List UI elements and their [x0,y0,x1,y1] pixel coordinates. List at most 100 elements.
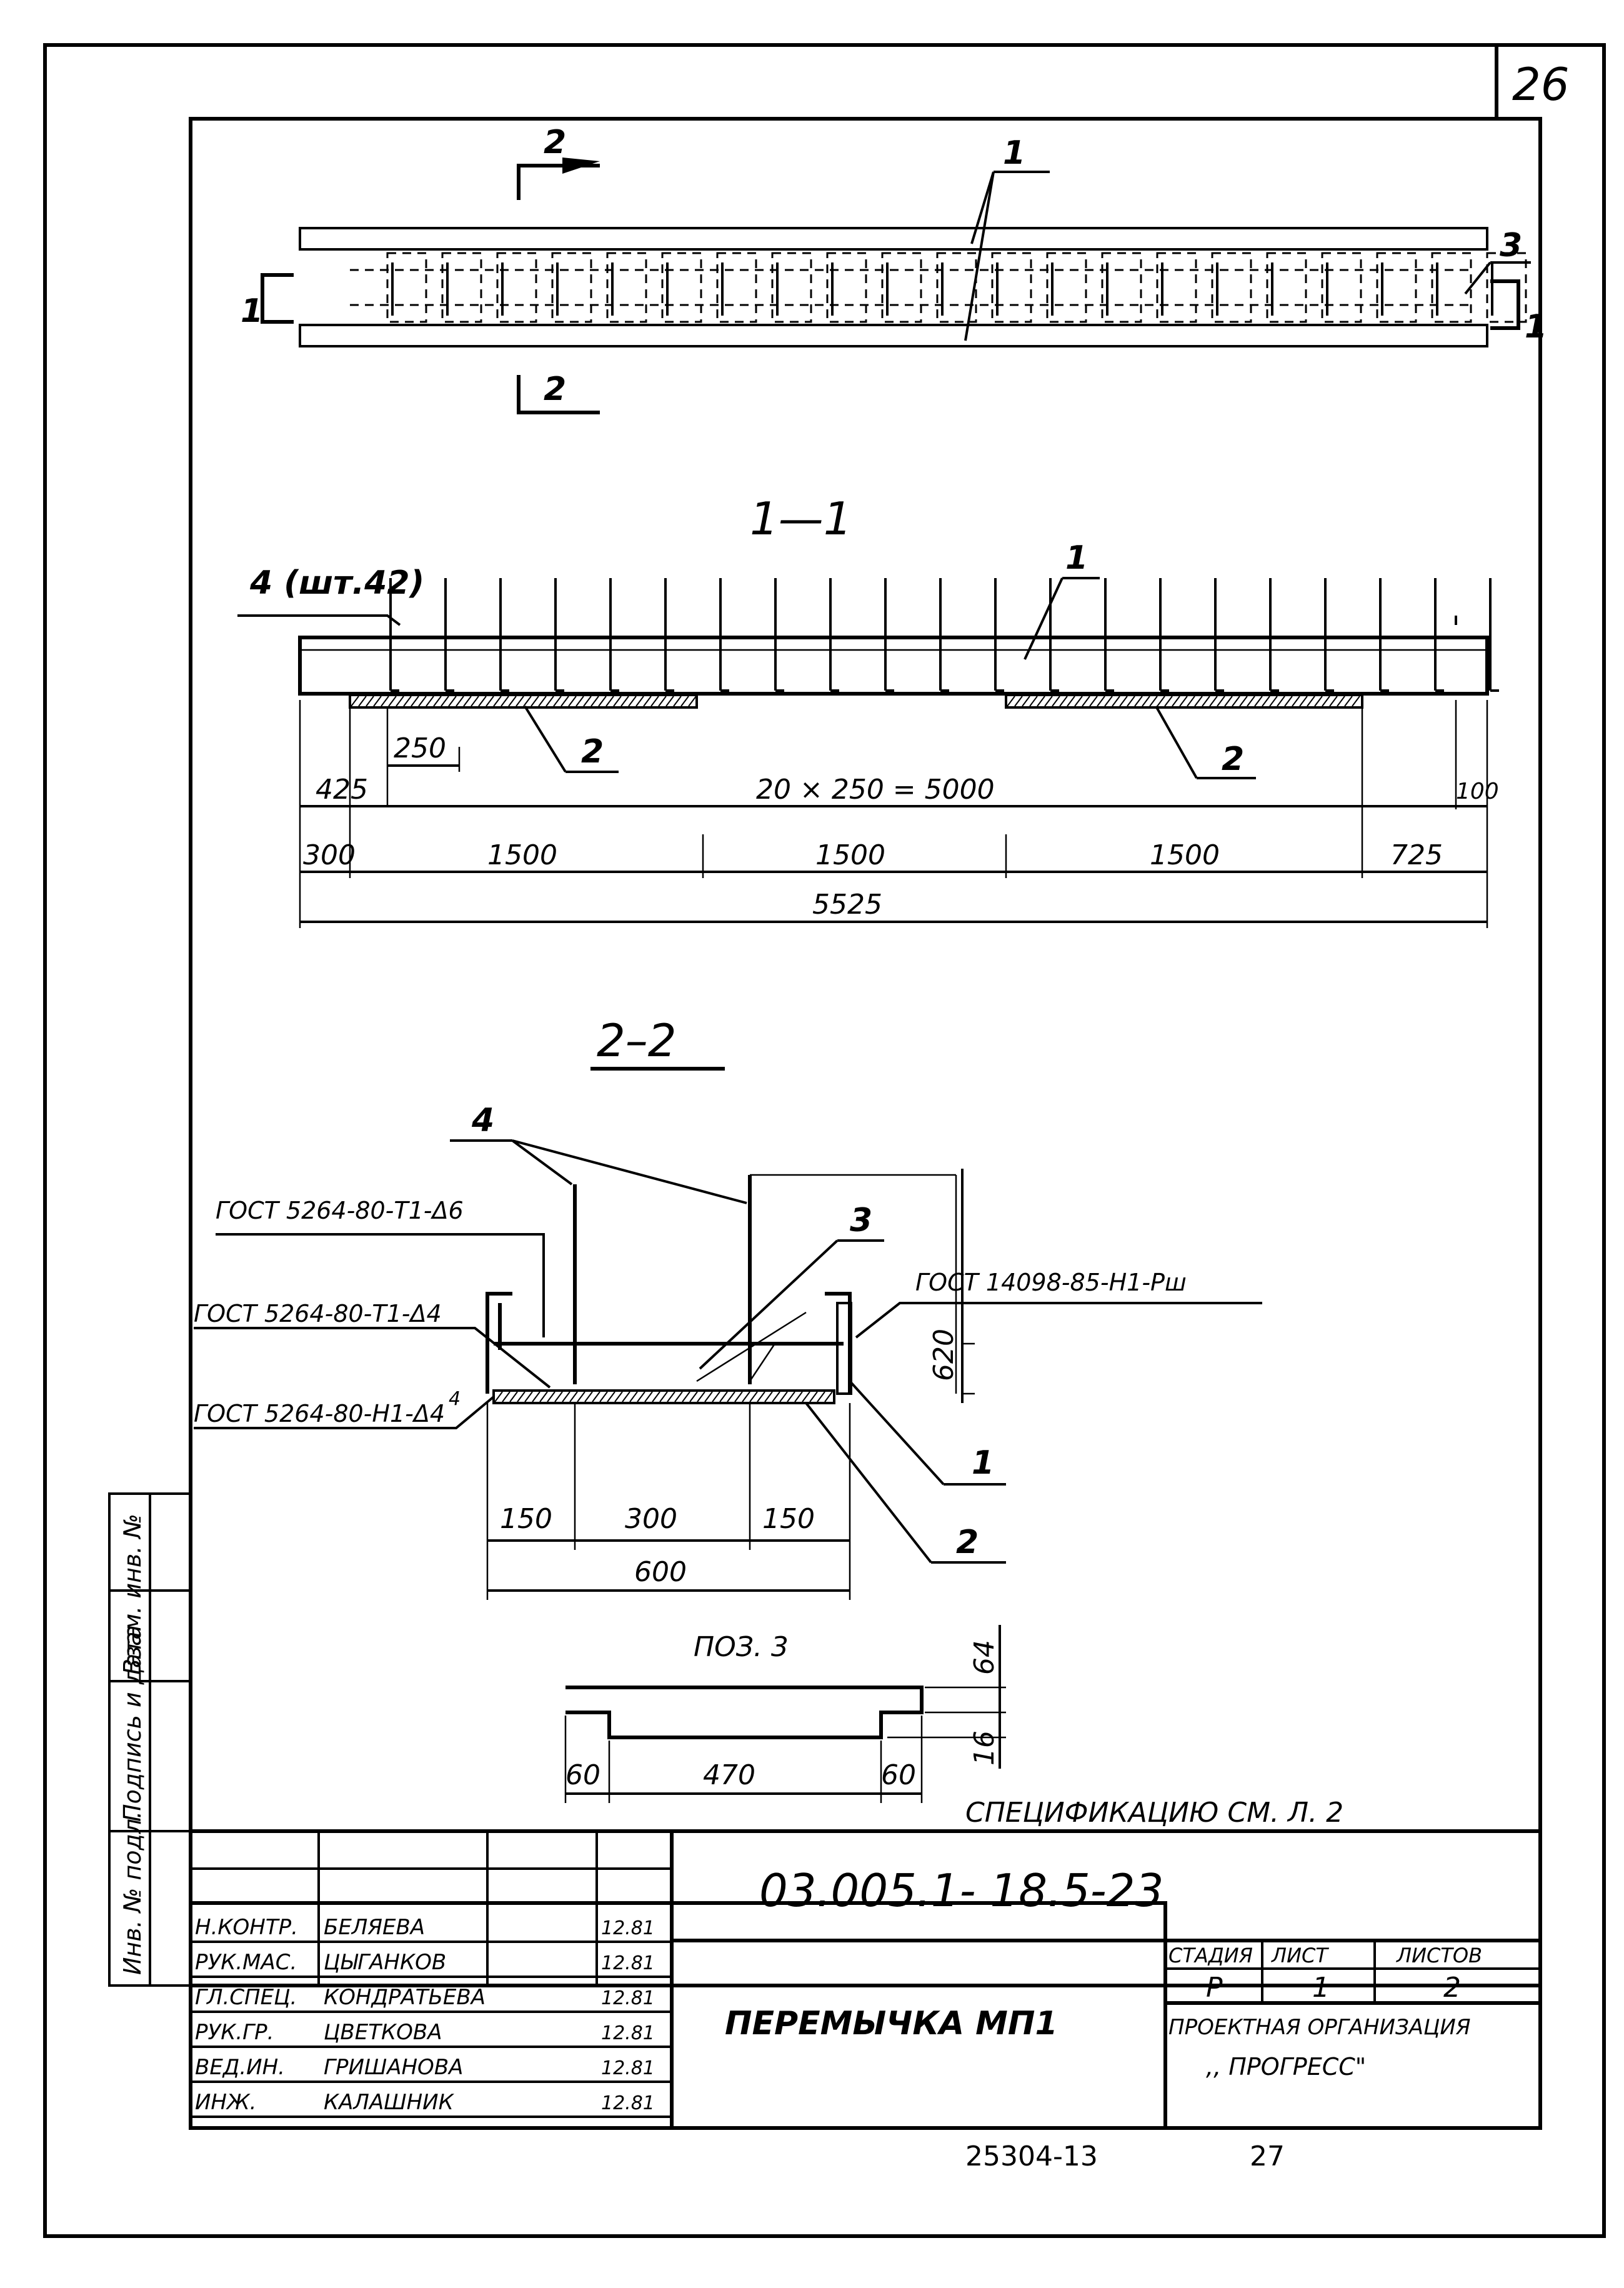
plan-stirrup [1046,252,1087,323]
hatch-line [644,1391,653,1402]
plan-stirrup [826,252,867,323]
plan-stirrup [386,252,427,323]
hatch-line [590,696,599,707]
hatch-line [592,1391,600,1402]
plan-stirrup [936,252,977,323]
hatch-line [366,696,374,707]
section-2-2-title: 2–2 [597,1014,677,1067]
sheet-value: 1 [1312,1972,1330,2004]
hatch-line [614,1391,623,1402]
hatch-line [1322,696,1330,707]
hatch-line [1029,696,1038,707]
hatch-line [1307,696,1315,707]
hatch-line [1014,696,1023,707]
hatch-line [516,696,524,707]
hatch-line [1082,696,1090,707]
hatch-line [1067,696,1075,707]
hatch-line [441,696,449,707]
vertical-rods [389,578,1499,692]
hatch-line [1037,696,1045,707]
dim-725: 725 [1390,839,1443,871]
title-row-role: ВЕД.ИН. [195,2055,285,2080]
plan-stirrup [551,252,592,323]
dim-425: 425 [316,774,368,806]
weld-label-3: ГОСТ 5264-80-Н1-Δ4 [194,1400,445,1427]
page-number: 26 [1512,58,1570,111]
hatch-line [1059,696,1068,707]
hatch-line [1097,696,1105,707]
stamp-replaced-inv: Взам. инв. № [119,1514,146,1675]
title-row-role: Н.КОНТР. [195,1915,298,1940]
dim-60-b: 60 [881,1759,916,1791]
hatch-line [697,1391,705,1402]
sheets-header: ЛИСТОВ [1396,1944,1482,1967]
hatch-line [448,696,457,707]
hatch-line [583,696,592,707]
hatch-line [1269,696,1278,707]
cut-2-top-label: 2 [544,124,566,161]
hatch-line [1247,696,1255,707]
plate-right [1005,694,1363,709]
callout-2-left: 2 [581,733,604,771]
weld-label-4: ГОСТ 14098-85-Н1-Рш [915,1269,1187,1296]
hatch-line [1292,696,1300,707]
hatch-line [538,696,547,707]
title-row-name: ЦВЕТКОВА [324,2020,442,2045]
hatch-line [665,696,674,707]
plan-callout-3: 3 [1500,227,1522,264]
dim-64: 64 [969,1640,1000,1675]
plan-stirrup [1321,252,1362,323]
weld-label-3-mark: 4 [449,1388,461,1410]
stage-header: СТАДИЯ [1168,1944,1253,1967]
plan-stirrup [716,252,757,323]
callout-2-right: 2 [1222,741,1244,778]
hatch-line [598,696,607,707]
hatch-line [577,1391,585,1402]
title-row-role: ГЛ.СПЕЦ. [195,1985,297,2010]
hatch-line [628,696,637,707]
section-2-2-callout-4: 4 [471,1102,494,1139]
section-1-1: 1—1 4 (шт.42) 1 2 2 250 [237,492,1499,928]
dim-300: 300 [303,839,356,871]
hatch-line [494,1391,503,1402]
title-row-role: РУК.ГР. [195,2020,274,2045]
hatch-line [734,1391,743,1402]
hatch-line [620,696,629,707]
dim-series: 20 × 250 = 5000 [756,774,995,806]
hatch-line [1194,696,1203,707]
hatch-line [532,1391,541,1402]
hatch-line [689,1391,698,1402]
title-row-date: 12.81 [601,1917,655,1939]
section-1-1-title: 1—1 [750,492,852,545]
hatch-line [802,1391,810,1402]
section-2-2-callout-3: 3 [850,1202,872,1239]
hatch-line [517,1391,526,1402]
hatch-line [1254,696,1263,707]
side-stamp: Инв. № подл. Подпись и дата Взам. инв. № [108,1492,192,1987]
hatch-line [749,1391,758,1402]
hatch-line [418,696,427,707]
stage-value: Р [1206,1972,1223,2004]
hatch-line [1284,696,1293,707]
title-row-date: 12.81 [601,2057,655,2079]
hatch-line [727,1391,735,1402]
hatch-line [605,696,614,707]
plan-rods [386,252,1527,323]
hatch-line [1149,696,1158,707]
hatch-line [787,1391,795,1402]
title-row-name: ГРИШАНОВА [324,2055,463,2080]
plan-stirrup [441,252,482,323]
bottom-angle [299,324,1488,347]
hatch-line [1299,696,1308,707]
plan-view: 1 1 2 2 1 3 [241,124,1547,414]
plan-stirrup [1211,252,1252,323]
hatch-line [554,1391,563,1402]
hatch-line [764,1391,773,1402]
hatch-line [1209,696,1218,707]
hatch-line [742,1391,750,1402]
hatch-line [426,696,434,707]
hatch-line [463,696,472,707]
stamp-inv-no: Инв. № подл. [119,1811,146,1975]
inner-frame [189,117,1542,1987]
